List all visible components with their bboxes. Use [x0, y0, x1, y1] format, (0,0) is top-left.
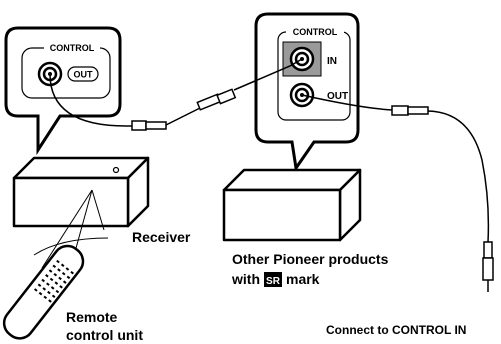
- control-group-label-left: CONTROL: [50, 43, 95, 53]
- callout-bubble-left: [4, 26, 122, 156]
- remote-control: [2, 244, 85, 340]
- receiver-device: [12, 156, 150, 228]
- receiver-label: Receiver: [132, 229, 191, 245]
- sr-mark-prefix: with: [231, 271, 260, 287]
- other-product-device: [222, 168, 362, 242]
- product-control-callout: CONTROL IN OUT: [254, 12, 360, 172]
- cable-product-out: [301, 94, 494, 292]
- other-products-label: Other Pioneer products: [232, 251, 389, 267]
- receiver-control-callout: CONTROL OUT: [4, 26, 122, 156]
- connect-instruction-label: Connect to CONTROL IN: [326, 323, 466, 337]
- in-jack-label: IN: [327, 56, 337, 67]
- control-group-label-right: CONTROL: [293, 27, 338, 37]
- out-jack-label-left: OUT: [74, 70, 94, 80]
- svg-text:SR: SR: [266, 276, 281, 287]
- remote-label-line2: control unit: [66, 327, 143, 343]
- sr-mark-icon: SR: [264, 272, 282, 287]
- out-jack-label-frame-left: [67, 66, 99, 82]
- out-jack-label-right: OUT: [327, 91, 348, 102]
- sr-mark-suffix: mark: [286, 271, 320, 287]
- cable-receiver-to-product: [49, 58, 303, 131]
- remote-label-line1: Remote: [66, 309, 118, 325]
